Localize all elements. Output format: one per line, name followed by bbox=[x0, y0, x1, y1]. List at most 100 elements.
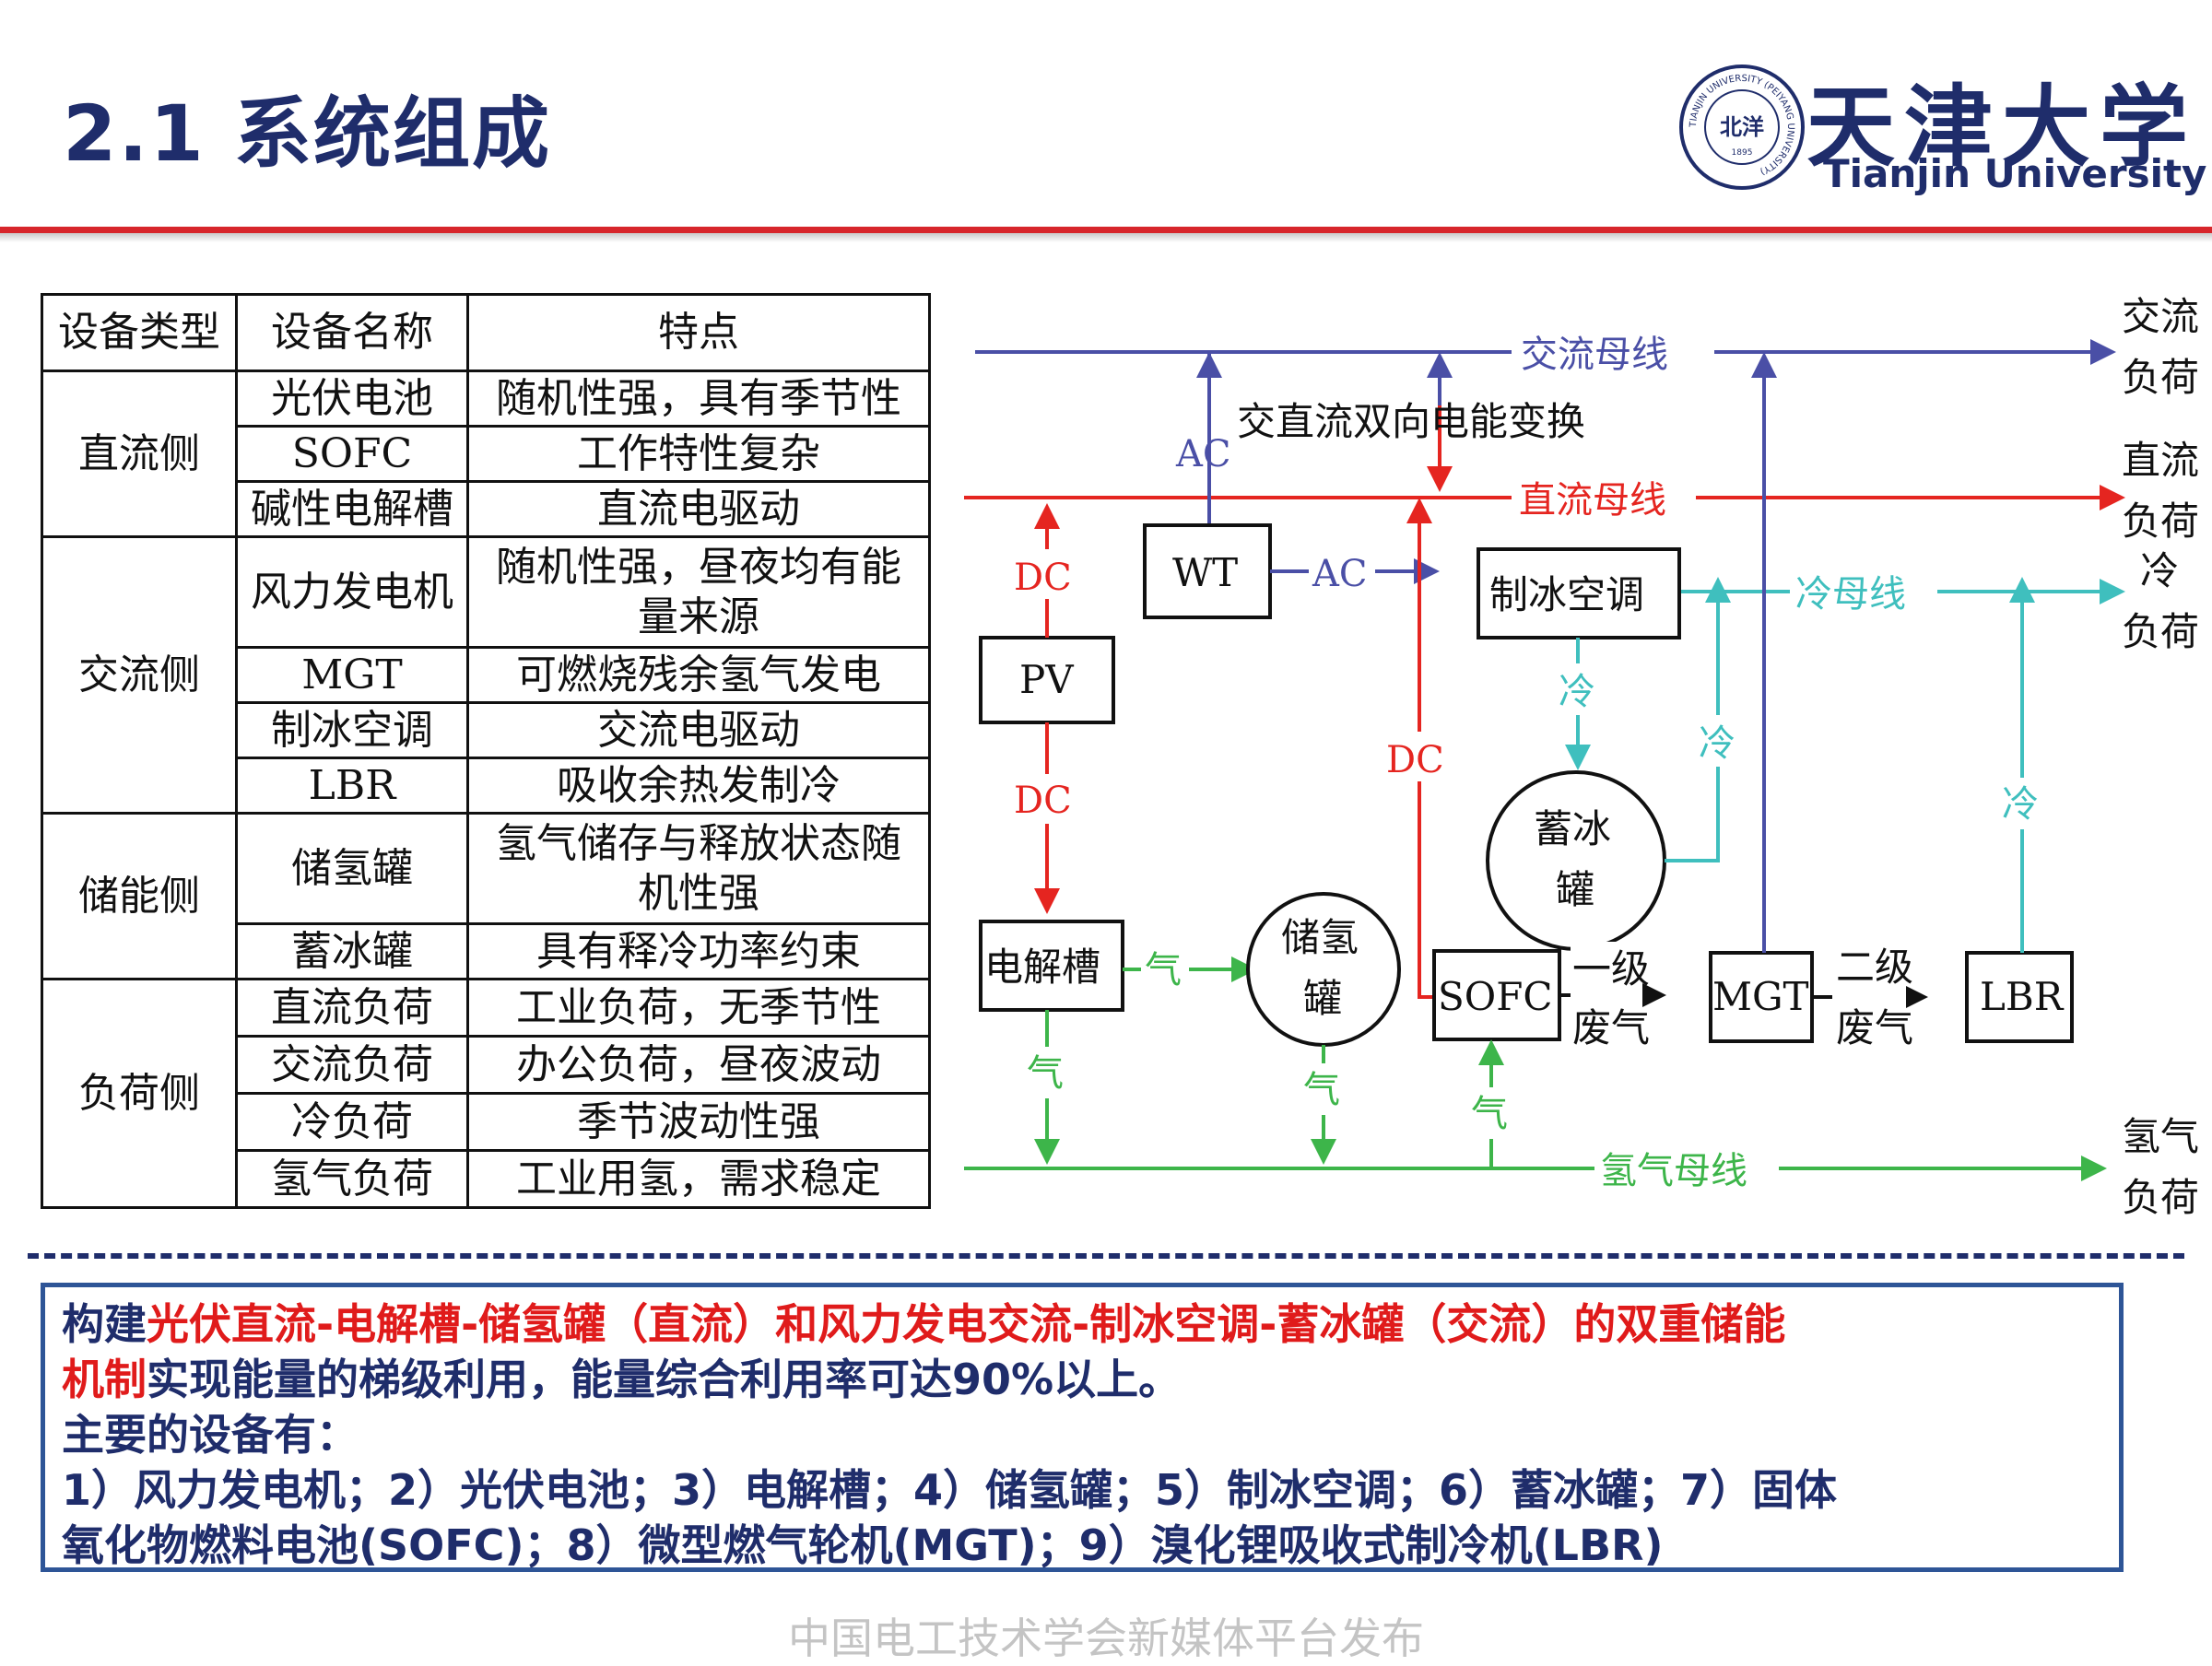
feature-cell: 工业负荷，无季节性 bbox=[466, 978, 931, 1038]
svg-text:负荷: 负荷 bbox=[2122, 499, 2199, 544]
svg-text:WT: WT bbox=[1172, 550, 1238, 595]
svg-text:电解槽: 电解槽 bbox=[984, 944, 1100, 990]
group-cell: 负荷侧 bbox=[41, 978, 238, 1209]
svg-text:SOFC: SOFC bbox=[1438, 974, 1552, 1019]
table-row: 交流侧 风力发电机 随机性强，昼夜均有能 量来源 bbox=[41, 535, 931, 815]
device-name-cell: 制冰空调 bbox=[235, 701, 469, 759]
summary-line: 主要的设备有： bbox=[62, 1410, 359, 1460]
electrolyzer-to-h2-bus-edge: 气 bbox=[1025, 1010, 1069, 1165]
pv-node: PV bbox=[979, 636, 1115, 724]
table-row: SOFC 工作特性复杂 bbox=[42, 425, 931, 483]
ice-tank-to-cold-bus-edge: 冷 bbox=[1665, 577, 1740, 862]
table-row: LBR 吸收余热发制冷 bbox=[42, 757, 931, 815]
cold-load-label: 冷 负荷 bbox=[2122, 548, 2199, 654]
table-row: 交流负荷 办公负荷，昼夜波动 bbox=[42, 1035, 931, 1095]
section-divider bbox=[28, 1253, 2184, 1259]
lbr-to-cold-bus-edge: 冷 bbox=[2000, 577, 2044, 953]
logo-chinese-name: 天津大学 bbox=[1806, 75, 2197, 179]
device-name-cell: 氢气负荷 bbox=[235, 1149, 469, 1209]
svg-text:冷: 冷 bbox=[2002, 783, 2039, 826]
svg-text:DC: DC bbox=[1014, 557, 1072, 599]
svg-text:DC: DC bbox=[1386, 739, 1444, 781]
summary-line: 机制实现能量的梯级利用，能量综合利用率可达90%以上。 bbox=[62, 1352, 2102, 1407]
feature-cell: 交流电驱动 bbox=[466, 701, 931, 759]
footer-watermark: 中国电工技术学会新媒体平台发布 bbox=[788, 1613, 1424, 1663]
svg-text:负荷: 负荷 bbox=[2122, 1175, 2199, 1220]
dc-bus-sofc-edge: DC bbox=[1382, 498, 1456, 999]
col-header-feature: 特点 bbox=[466, 293, 931, 372]
table-row: 冷负荷 季节波动性强 bbox=[42, 1092, 931, 1152]
feature-line: 机性强 bbox=[638, 869, 759, 917]
feature-cell: 随机性强，具有季节性 bbox=[466, 370, 931, 428]
lbr-node: LBR bbox=[1965, 951, 2074, 1043]
svg-text:氢气: 氢气 bbox=[2122, 1114, 2199, 1159]
device-name-cell: 蓄冰罐 bbox=[235, 922, 469, 980]
table-row: 储能侧 储氢罐 氢气储存与释放状态随 机性强 bbox=[41, 812, 931, 980]
mgt-to-ac-bus-edge bbox=[1751, 352, 1777, 953]
svg-text:PV: PV bbox=[1019, 657, 1074, 702]
feature-cell: 季节波动性强 bbox=[466, 1092, 931, 1152]
svg-text:交流: 交流 bbox=[2122, 294, 2199, 339]
h2-tank-to-h2-bus-edge: 气 bbox=[1301, 1045, 1346, 1165]
svg-text:冷: 冷 bbox=[1559, 671, 1595, 713]
wt-node: WT bbox=[1143, 523, 1272, 619]
svg-text:1895: 1895 bbox=[1732, 148, 1753, 158]
hydrogen-bus: 氢气母线 bbox=[964, 1143, 2107, 1194]
svg-text:废气: 废气 bbox=[1836, 1005, 1913, 1050]
ac-bus: 交流母线 bbox=[975, 326, 2116, 378]
col-header-name: 设备名称 bbox=[235, 293, 469, 372]
dc-load-label: 直流 负荷 bbox=[2122, 438, 2199, 544]
mgt-to-lbr-edge: 二级 废气 bbox=[1812, 942, 1928, 1050]
summary-line: 氧化物燃料电池(SOFC)；8）微型燃气轮机(MGT)；9）溴化锂吸收式制冷机(… bbox=[62, 1520, 1664, 1570]
device-name-cell: 碱性电解槽 bbox=[235, 480, 469, 538]
feature-cell: 具有释冷功率约束 bbox=[466, 922, 931, 980]
table-row: 负荷侧 直流负荷 工业负荷，无季节性 bbox=[41, 978, 931, 1209]
sofc-to-mgt-edge: 一级 废气 bbox=[1559, 942, 1666, 1050]
feature-line: 量来源 bbox=[638, 592, 759, 640]
summary-text: 构建 bbox=[62, 1299, 147, 1349]
table-row: 氢气负荷 工业用氢，需求稳定 bbox=[42, 1149, 931, 1209]
svg-text:气: 气 bbox=[1145, 949, 1182, 991]
summary-line: 1）风力发电机；2）光伏电池；3）电解槽；4）储氢罐；5）制冰空调；6）蓄冰罐；… bbox=[62, 1465, 1838, 1515]
feature-cell: 随机性强，昼夜均有能 量来源 bbox=[466, 535, 931, 649]
feature-cell: 工业用氢，需求稳定 bbox=[466, 1149, 931, 1209]
svg-text:冷母线: 冷母线 bbox=[1795, 573, 1906, 616]
header-divider bbox=[0, 227, 2212, 233]
svg-text:罐: 罐 bbox=[1303, 976, 1342, 1021]
summary-line: 构建光伏直流-电解槽-储氢罐（直流）和风力发电交流-制冰空调-蓄冰罐（交流）的双… bbox=[62, 1296, 2102, 1352]
svg-text:制冰空调: 制冰空调 bbox=[1489, 572, 1644, 617]
summary-text: 实现能量的梯级利用，能量综合利用率可达90%以上。 bbox=[147, 1355, 1182, 1404]
device-name-cell: 光伏电池 bbox=[235, 370, 469, 428]
university-logo: TIANJIN UNIVERSITY (PEIYANG UNIVERSITY) … bbox=[1668, 55, 2206, 203]
sofc-node: SOFC bbox=[1432, 949, 1561, 1041]
ice-tank-node: 蓄冰 罐 bbox=[1486, 770, 1666, 951]
summary-highlight: 光伏直流-电解槽-储氢罐（直流）和风力发电交流-制冰空调-蓄冰罐（交流）的双重储… bbox=[147, 1299, 1786, 1349]
feature-cell: 可燃烧残余氢气发电 bbox=[466, 646, 931, 704]
svg-text:冷: 冷 bbox=[1699, 722, 1735, 765]
svg-text:交流母线: 交流母线 bbox=[1521, 334, 1668, 376]
ac-load-label: 交流 负荷 bbox=[2122, 294, 2199, 400]
table-row: 直流侧 光伏电池 随机性强，具有季节性 bbox=[41, 370, 931, 538]
logo-english-name: Tianjin University bbox=[1823, 151, 2207, 196]
svg-text:一级: 一级 bbox=[1572, 946, 1650, 991]
col-header-type: 设备类型 bbox=[41, 293, 238, 372]
header-shadow bbox=[0, 233, 2212, 242]
ice-ac-node: 制冰空调 bbox=[1477, 547, 1681, 639]
ac-dc-converter: AC 交直流双向电能变换 bbox=[1175, 352, 1585, 525]
group-cell: 储能侧 bbox=[41, 812, 238, 980]
svg-text:负荷: 负荷 bbox=[2122, 609, 2199, 654]
device-name-cell: 储氢罐 bbox=[235, 812, 469, 925]
h2-bus-to-sofc-edge: 气 bbox=[1469, 1039, 1513, 1168]
svg-text:AC: AC bbox=[1312, 553, 1368, 595]
device-name-cell: 风力发电机 bbox=[235, 535, 469, 649]
summary-highlight: 机制 bbox=[62, 1355, 147, 1404]
equipment-table: 设备类型 设备名称 特点 直流侧 光伏电池 随机性强，具有季节性 SOFC 工作… bbox=[41, 293, 931, 1209]
hydrogen-load-label: 氢气 负荷 bbox=[2122, 1114, 2199, 1220]
svg-text:废气: 废气 bbox=[1572, 1005, 1650, 1050]
group-cell: 交流侧 bbox=[41, 535, 238, 815]
svg-text:二级: 二级 bbox=[1836, 944, 1913, 990]
table-header-row: 设备类型 设备名称 特点 bbox=[41, 293, 931, 372]
svg-text:气: 气 bbox=[1303, 1069, 1340, 1111]
dc-bus: 直流母线 bbox=[964, 472, 2125, 523]
device-name-cell: 交流负荷 bbox=[235, 1035, 469, 1095]
